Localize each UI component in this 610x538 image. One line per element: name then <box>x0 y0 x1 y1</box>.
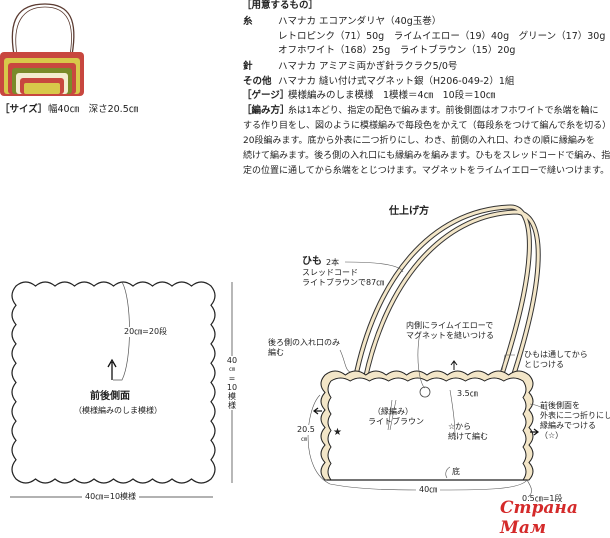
leader-lines <box>307 261 549 498</box>
method-line: 糸は1本どり、指定の配色で編みます。前後側面はオフホワイトで糸端を輪に <box>288 106 599 116</box>
magnet-note: 内側にライムイエローで <box>406 321 494 330</box>
handles <box>352 204 541 381</box>
fold-note: 外表に二つ折りにし、 <box>540 411 610 420</box>
materials-heading: ［用意するもの］ <box>242 0 319 11</box>
panel-title: 前後側面 <box>90 391 130 402</box>
fold-note: （☆） <box>540 431 564 440</box>
fold-note: 前後側面を <box>540 401 580 410</box>
size-label: ［サイズ］ <box>0 104 48 115</box>
rows-label: 20㎝=20段 <box>124 327 168 337</box>
height-label-part: 40 <box>226 356 238 365</box>
gauge-label: ［ゲージ］ <box>242 90 290 101</box>
height-label-part: 10 <box>226 383 238 392</box>
depth-unit: ㎝ <box>301 434 308 446</box>
row-label: 0.5㎝=1段 <box>522 494 563 503</box>
height-label-part: ㎝ <box>228 366 235 373</box>
cord-title: ひも <box>302 256 322 267</box>
cord-desc: ライトブラウンで87㎝ <box>302 278 385 287</box>
method-line: 定の位置に通してから糸端をとじつけます。マグネットをライムイエローで縫いつけます… <box>243 166 610 176</box>
bottom-label: 底 <box>452 467 460 476</box>
width-label: 40㎝=10模様 <box>82 492 140 502</box>
panel-subtitle: （模様編みのしま模様） <box>74 406 162 415</box>
hook: ハマナカ アミアミ両かぎ針ラクラク5/0号 <box>278 61 458 72</box>
cord-count: 2本 <box>326 258 340 267</box>
cord-attach-note: ひもは通してから <box>524 350 588 359</box>
method-label: ［編み方］ <box>242 105 290 116</box>
method-line: する作り目をし、図のように模様編みで毎段色をかえて（毎段糸をつけて編んで糸を切る… <box>243 121 610 131</box>
height-label-part: 模 <box>228 392 236 401</box>
cord-desc: スレッドコード <box>302 268 358 277</box>
cord-attach-note: とじつける <box>524 360 564 369</box>
height-label-part: = <box>228 374 236 383</box>
depth-label: 20.5 <box>297 425 315 435</box>
other: ハマナカ 縫い付け式マグネット銀（H206-049-2）1組 <box>278 76 515 87</box>
other-label: その他 <box>243 76 272 87</box>
fold-note: 縁編みでつける <box>540 421 596 430</box>
direction-arrow-icon <box>107 358 117 380</box>
continue-note: ☆から <box>448 422 472 431</box>
height-label-part: 様 <box>228 401 236 410</box>
size-text: 幅40㎝ 深さ20.5㎝ <box>48 104 139 115</box>
yarn-brand: ハマナカ エコアンダリヤ（40g玉巻） <box>278 16 442 27</box>
gap-label: 3.5㎝ <box>457 389 478 398</box>
edging-note: ライトブラウン <box>368 417 424 426</box>
bag-photo <box>0 3 84 96</box>
magnet-note: マグネットを縫いつける <box>406 331 494 340</box>
hook-label: 針 <box>243 61 253 72</box>
panel-outline <box>11 281 216 484</box>
yarn-label: 糸 <box>243 16 253 27</box>
magnet-icon <box>419 386 431 398</box>
method-line: 20段編みます。底から外表に二つ折りにし、わき、前側の入れ口、わきの順に縁編みを <box>243 136 595 146</box>
star-icon: ★ <box>333 427 342 438</box>
back-edge-note: 編む <box>268 348 284 357</box>
continue-note: 続けて編む <box>448 432 488 441</box>
edging-note: （縁編み） <box>373 407 413 416</box>
yarn-colors-2: オフホワイト（168）25g ライトブラウン（15）20g <box>278 45 516 56</box>
diagram-canvas <box>0 3 549 498</box>
height-label: 40 ㎝ = 10 模 様 <box>226 356 238 410</box>
bag-width-label: 40㎝ <box>416 485 441 495</box>
method-line: 続けて編みます。後ろ側の入れ口にも縁編みを編みます。ひもをスレッドコードで編み、… <box>243 151 610 161</box>
watermark-logo: Страна Мам <box>500 498 578 538</box>
bag-edging-line <box>327 377 527 481</box>
finishing-title: 仕上げ方 <box>389 206 429 217</box>
yarn-colors-1: レトロピンク（71）50g ライムイエロー（19）40g グリーン（17）30g <box>278 31 606 42</box>
gauge-text: 模様編みのしま模様 1模様＝4㎝ 10段＝10㎝ <box>288 90 496 101</box>
back-edge-note: 後ろ側の入れ口のみ <box>268 338 340 347</box>
